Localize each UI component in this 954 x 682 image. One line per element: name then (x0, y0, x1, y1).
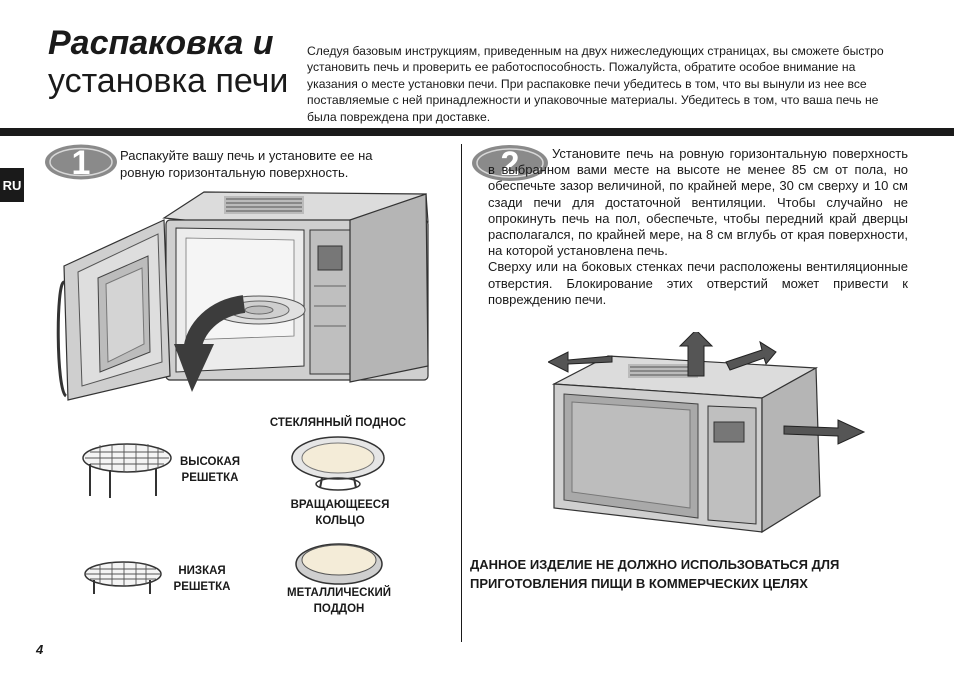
header-divider (0, 128, 954, 136)
glass-tray-illustration (291, 436, 385, 491)
step-1-number: 1 (72, 144, 91, 181)
intro-paragraph: Следуя базовым инструкциям, приведенным … (307, 44, 884, 124)
metal-tray-illustration (295, 543, 383, 585)
metal-tray-label-line1: МЕТАЛЛИЧЕСКИЙ (286, 587, 391, 599)
rotating-ring-label-line2: КОЛЬЦО (315, 515, 365, 527)
open-microwave-illustration (56, 191, 429, 401)
rotating-ring-label-line1: ВРАЩАЮЩЕЕСЯ (290, 499, 390, 511)
title-line-1: Распаковка и (48, 24, 274, 62)
low-rack-label: НИЗКАЯ РЕШЕТКА (162, 563, 242, 595)
high-rack-label-line1: ВЫСОКАЯ (179, 456, 241, 468)
metal-tray-label: МЕТАЛЛИЧЕСКИЙ ПОДДОН (264, 585, 414, 617)
commercial-use-warning: ДАННОЕ ИЗДЕЛИЕ НЕ ДОЛЖНО ИСПОЛЬЗОВАТЬСЯ … (470, 555, 910, 593)
column-divider (461, 144, 462, 642)
high-rack-label: ВЫСОКАЯ РЕШЕТКА (170, 454, 250, 486)
step-2-number: 2 (501, 145, 520, 183)
page-title: Распаковка и установка печи (48, 26, 288, 98)
low-rack-illustration (84, 561, 162, 594)
rotating-ring-label: ВРАЩАЮЩЕЕСЯ КОЛЬЦО (270, 497, 410, 529)
low-rack-label-line2: РЕШЕТКА (173, 581, 231, 593)
step-1-badge: 1 (45, 144, 117, 181)
step-1-text: Распакуйте вашу печь и установите ее на … (120, 148, 373, 180)
step-2-text: Установите печь на ровную горизонтальную… (488, 146, 908, 308)
page-number: 4 (36, 642, 44, 657)
title-line-2: установка печи (48, 62, 289, 100)
high-rack-label-line2: РЕШЕТКА (181, 472, 239, 484)
step-2-paragraph-1: Установите печь на ровную горизонтальную… (488, 146, 908, 259)
metal-tray-label-line2: ПОДДОН (313, 603, 365, 615)
warning-line-1: ДАННОЕ ИЗДЕЛИЕ НЕ ДОЛЖНО ИСПОЛЬЗОВАТЬСЯ … (470, 557, 840, 572)
step-2-paragraph-2: Сверху или на боковых стенках печи распо… (488, 259, 908, 307)
low-rack-label-line1: НИЗКАЯ (178, 565, 226, 577)
glass-tray-label: СТЕКЛЯННЫЙ ПОДНОС (269, 417, 407, 429)
step-2-badge: 2 (472, 145, 548, 183)
warning-line-2: ПРИГОТОВЛЕНИЯ ПИЩИ В КОММЕРЧЕСКИХ ЦЕЛЯХ (470, 576, 808, 591)
closed-microwave-illustration (548, 332, 866, 534)
high-rack-illustration (82, 443, 172, 498)
language-tab: RU (0, 168, 24, 202)
